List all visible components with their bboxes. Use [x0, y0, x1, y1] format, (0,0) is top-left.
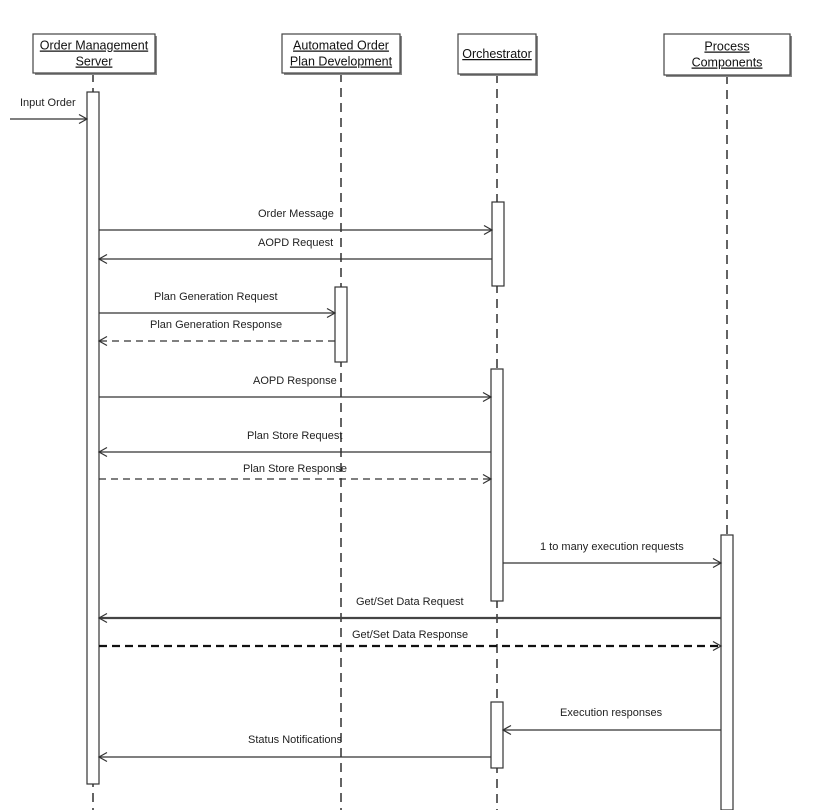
activation-bar-proc — [720, 534, 734, 810]
message: Plan Generation Request — [99, 291, 337, 319]
activation-bar-aopd — [334, 286, 348, 363]
message: Input Order — [10, 97, 89, 125]
actor-label: Process — [704, 40, 749, 54]
message: Order Message — [99, 208, 494, 236]
message-label: AOPD Response — [253, 375, 337, 387]
actor-box — [457, 33, 537, 75]
actor-box — [32, 33, 156, 74]
arrowhead-icon — [97, 335, 108, 347]
activation-bar-orch — [490, 368, 504, 602]
message: Execution responses — [501, 707, 721, 736]
message: Get/Set Data Response — [99, 629, 723, 652]
message-label: Execution responses — [560, 707, 663, 719]
arrowhead-icon — [712, 640, 723, 652]
arrowhead-icon — [482, 473, 493, 485]
message-label: Plan Store Response — [243, 463, 347, 475]
actor-label: Order Management — [40, 39, 149, 53]
message: AOPD Request — [97, 237, 492, 265]
message: Get/Set Data Request — [97, 596, 721, 624]
message-label: Order Message — [258, 208, 334, 220]
arrowhead-icon — [97, 751, 108, 763]
message-label: AOPD Request — [258, 237, 333, 249]
activation-bars — [86, 91, 734, 810]
actor-label: Orchestrator — [462, 47, 531, 61]
arrowhead-icon — [97, 253, 108, 265]
arrowhead-icon — [326, 307, 337, 319]
message: AOPD Response — [99, 375, 493, 403]
actor-label: Plan Development — [290, 55, 393, 69]
arrowhead-icon — [78, 113, 89, 125]
lifelines — [92, 73, 728, 810]
arrowhead-icon — [483, 224, 494, 236]
message: Plan Generation Response — [97, 319, 335, 347]
message-label: Status Notifications — [248, 734, 343, 746]
actor-orch: Orchestrator — [457, 33, 538, 76]
arrowhead-icon — [501, 724, 512, 736]
activation-bar-orch — [491, 201, 505, 287]
arrowhead-icon — [97, 612, 108, 624]
actor-label: Automated Order — [293, 39, 389, 53]
message-label: Get/Set Data Response — [352, 629, 468, 641]
arrowhead-icon — [482, 391, 493, 403]
message-label: Plan Generation Response — [150, 319, 282, 331]
arrowhead-icon — [712, 557, 723, 569]
message: Plan Store Request — [97, 430, 491, 458]
message: Status Notifications — [97, 734, 491, 763]
message-label: Input Order — [20, 97, 76, 109]
actor-label: Server — [76, 55, 113, 69]
message: 1 to many execution requests — [503, 541, 723, 569]
message-label: 1 to many execution requests — [540, 541, 684, 553]
message-label: Plan Generation Request — [154, 291, 278, 303]
message-label: Plan Store Request — [247, 430, 342, 442]
activation-bar-orch — [490, 701, 504, 769]
message: Plan Store Response — [99, 463, 493, 485]
message-label: Get/Set Data Request — [356, 596, 464, 608]
actor-box — [281, 33, 401, 74]
activation-bar-oms — [86, 91, 100, 785]
arrowhead-icon — [97, 446, 108, 458]
actor-box — [663, 33, 791, 76]
actor-label: Components — [692, 56, 763, 70]
